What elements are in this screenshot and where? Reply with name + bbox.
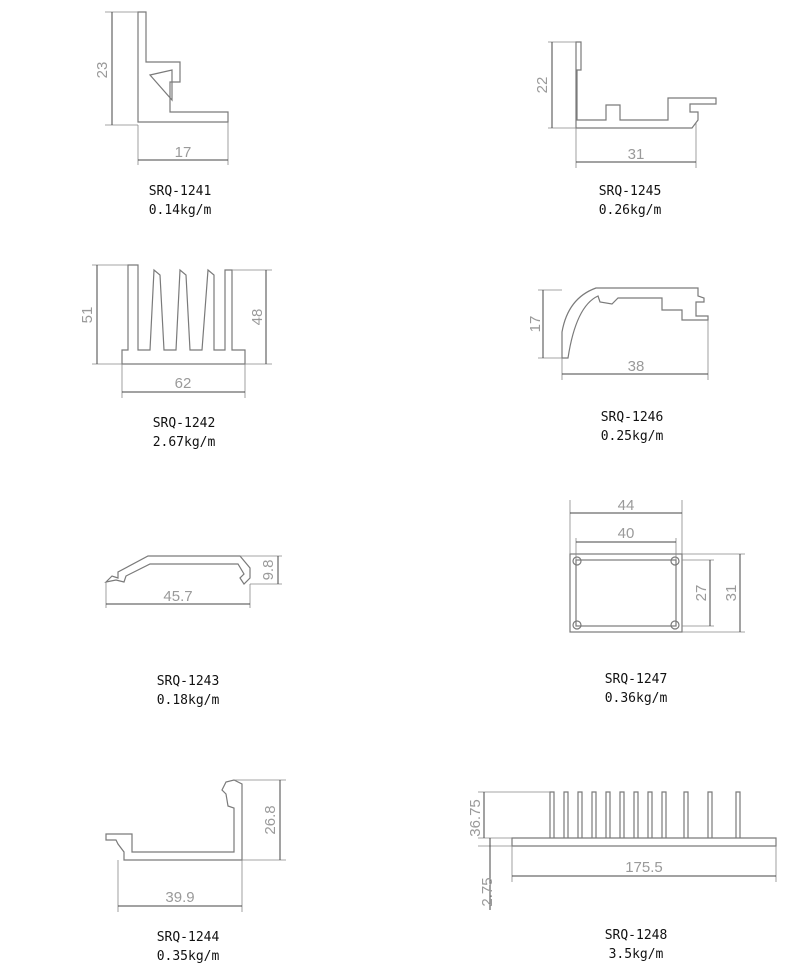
profile-code: SRQ-1245 [598,184,662,199]
dimension-width: 31 [628,146,645,163]
profile-outline [561,287,709,359]
profile-outline [121,264,246,365]
profile-code: SRQ-1241 [148,184,212,199]
profile-weight: 0.18kg/m [156,693,220,708]
caption-srq-1247: SRQ-1247 0.36kg/m [436,670,800,708]
profile-cell-srq-1246: 17 38 [400,240,800,480]
profile-weight: 0.35kg/m [156,949,220,964]
profile-cell-srq-1242: 51 48 62 [0,240,400,480]
dimension-base-thickness: 2.75 [479,877,496,906]
profile-code: SRQ-1243 [156,674,220,689]
dimension-height: 26.8 [262,805,279,834]
drawing-srq-1244: 26.8 39.9 [105,779,286,912]
profile-code: SRQ-1248 [604,928,668,943]
dimension-height: 23 [94,62,111,79]
profile-weight: 0.25kg/m [600,429,664,444]
profile-code: SRQ-1244 [156,930,220,945]
dimension-width: 62 [175,375,192,392]
profile-base [511,837,777,847]
dimension-outer-height: 31 [723,585,740,602]
caption-srq-1241: SRQ-1241 0.14kg/m [0,182,380,220]
profile-weight: 3.5kg/m [608,947,664,962]
profile-cell-srq-1244: 26.8 39.9 [0,720,400,960]
dimension-inner-height: 27 [693,585,710,602]
dimension-width: 45.7 [163,588,192,605]
dimension-height: 51 [79,307,96,324]
dimension-width: 38 [628,358,645,375]
heatsink-fins [549,791,741,838]
caption-srq-1244: SRQ-1244 0.35kg/m [0,928,388,966]
profile-weight: 0.36kg/m [604,691,668,706]
profile-outline [104,555,251,585]
dimension-width: 39.9 [165,889,194,906]
dimension-outer-width: 44 [618,497,635,514]
profile-cell-srq-1247: 44 40 27 31 [400,480,800,720]
dimension-inner-height: 48 [249,309,266,326]
drawing-srq-1241: 23 17 [94,11,229,165]
dimension-fin-height: 36.75 [467,799,484,837]
dimension-inner-width: 40 [618,525,635,542]
profile-code: SRQ-1242 [152,416,216,431]
profile-outline [105,779,243,861]
profile-cell-srq-1248: 36.75 2.75 175.5 [400,720,800,960]
profile-outline [575,41,717,129]
caption-srq-1246: SRQ-1246 0.25kg/m [432,408,800,446]
profile-inner [575,559,677,627]
caption-srq-1242: SRQ-1242 2.67kg/m [0,414,384,452]
dimension-width: 175.5 [625,859,663,876]
dimension-height: 17 [527,316,544,333]
profile-outline [137,11,229,123]
profile-code: SRQ-1246 [600,410,664,425]
drawing-srq-1243: 9.8 45.7 [104,555,282,608]
caption-srq-1245: SRQ-1245 0.26kg/m [430,182,800,220]
caption-srq-1243: SRQ-1243 0.18kg/m [0,672,388,710]
profile-cell-srq-1245: 22 31 [400,0,800,240]
profile-outline [569,553,683,633]
profile-weight: 0.26kg/m [598,203,662,218]
caption-srq-1248: SRQ-1248 3.5kg/m [436,926,800,964]
profile-cell-srq-1241: 23 17 [0,0,400,240]
dimension-width: 17 [175,144,192,161]
profile-weight: 2.67kg/m [152,435,216,450]
dimension-height: 22 [534,77,551,94]
drawing-srq-1242: 51 48 62 [79,264,272,398]
profile-code: SRQ-1247 [604,672,668,687]
drawing-srq-1247: 44 40 27 31 [569,497,745,633]
drawing-srq-1245: 22 31 [534,41,717,168]
dimension-height: 9.8 [260,560,277,581]
profile-weight: 0.14kg/m [148,203,212,218]
profile-cell-srq-1243: 9.8 45.7 [0,480,400,720]
drawing-srq-1246: 17 38 [527,287,709,380]
drawing-srq-1248: 36.75 2.75 175.5 [467,791,777,910]
